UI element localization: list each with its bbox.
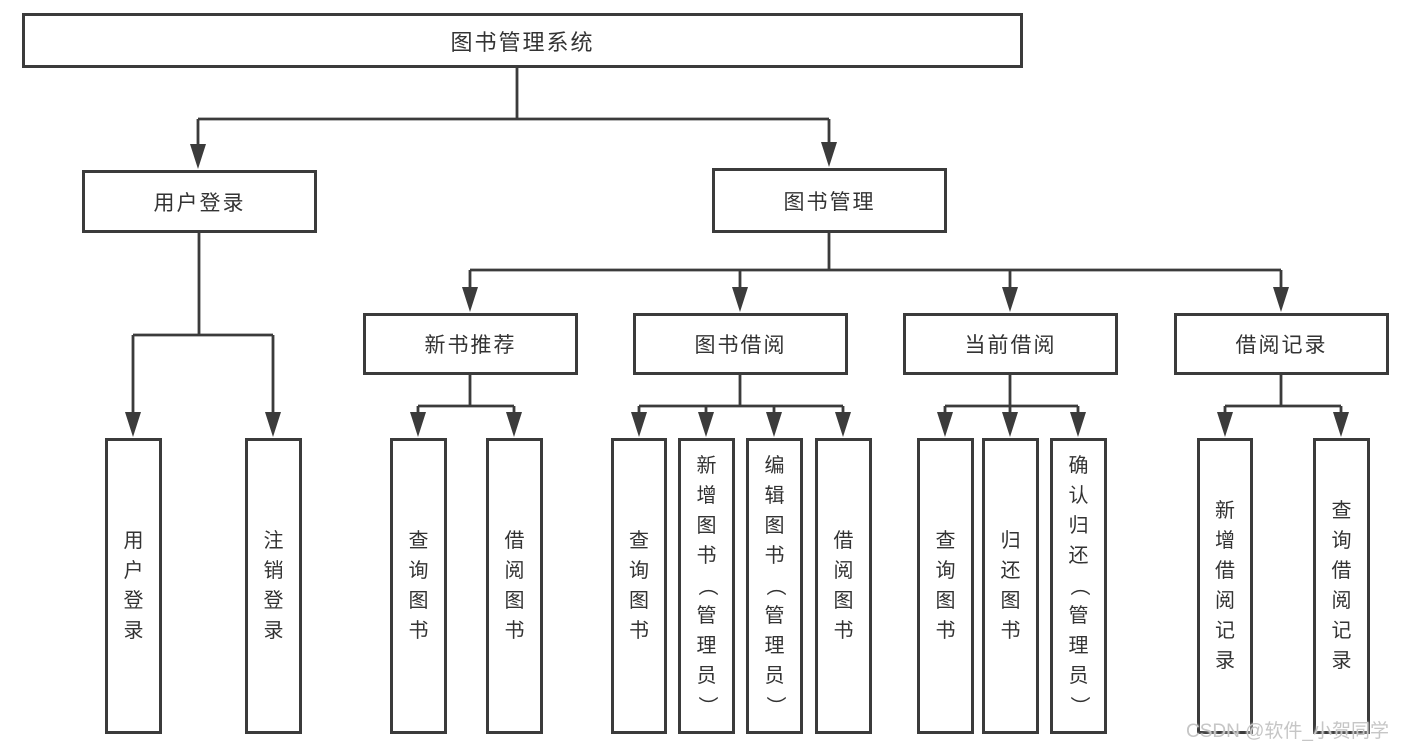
leaf-cb-confirm-return-admin-label: 确认归还（管理员） bbox=[1067, 455, 1090, 716]
leaf-bb-borrow-books: 借阅图书 bbox=[815, 438, 872, 734]
node-book-borrowing: 图书借阅 bbox=[633, 313, 848, 375]
leaf-nb-query-books: 查询图书 bbox=[390, 438, 447, 734]
leaf-bb-edit-books-admin: 编辑图书（管理员） bbox=[746, 438, 803, 734]
node-book-borrowing-label: 图书借阅 bbox=[694, 334, 787, 357]
node-root-label: 图书管理系统 bbox=[450, 29, 595, 55]
leaf-br-query-record: 查询借阅记录 bbox=[1313, 438, 1370, 734]
node-user-login-label: 用户登录 bbox=[153, 191, 246, 215]
leaf-nb-borrow-books: 借阅图书 bbox=[486, 438, 543, 734]
leaf-nb-borrow-books-label: 借阅图书 bbox=[504, 530, 525, 642]
leaf-bb-add-books-admin-label: 新增图书（管理员） bbox=[695, 455, 718, 716]
leaf-cb-confirm-return-admin: 确认归还（管理员） bbox=[1050, 438, 1107, 734]
node-current-borrowing-label: 当前借阅 bbox=[964, 334, 1057, 357]
leaf-bb-query-books: 查询图书 bbox=[611, 438, 667, 734]
leaf-cb-query-books-label: 查询图书 bbox=[935, 530, 956, 642]
leaf-user-login-label: 用户登录 bbox=[123, 530, 144, 642]
node-new-book-recommend: 新书推荐 bbox=[363, 313, 578, 375]
leaf-cb-query-books: 查询图书 bbox=[917, 438, 974, 734]
node-root-system: 图书管理系统 bbox=[22, 13, 1023, 68]
leaf-br-query-record-label: 查询借阅记录 bbox=[1331, 500, 1352, 672]
leaf-user-login: 用户登录 bbox=[105, 438, 162, 734]
csdn-watermark: CSDN @软件_小贺同学 bbox=[1186, 721, 1389, 742]
leaf-cb-return-books-label: 归还图书 bbox=[1000, 530, 1021, 642]
leaf-nb-query-books-label: 查询图书 bbox=[408, 530, 429, 642]
leaf-br-add-record-label: 新增借阅记录 bbox=[1215, 500, 1235, 672]
node-borrow-records-label: 借阅记录 bbox=[1235, 334, 1328, 357]
leaf-logout-label: 注销登录 bbox=[263, 530, 284, 642]
node-current-borrowing: 当前借阅 bbox=[903, 313, 1118, 375]
node-user-login: 用户登录 bbox=[82, 170, 317, 233]
leaf-cb-return-books: 归还图书 bbox=[982, 438, 1039, 734]
leaf-bb-edit-books-admin-label: 编辑图书（管理员） bbox=[763, 455, 786, 716]
leaf-bb-borrow-books-label: 借阅图书 bbox=[833, 530, 854, 642]
node-borrow-records: 借阅记录 bbox=[1174, 313, 1389, 375]
node-book-management: 图书管理 bbox=[712, 168, 947, 233]
node-book-management-label: 图书管理 bbox=[783, 190, 876, 214]
node-new-book-recommend-label: 新书推荐 bbox=[424, 334, 517, 357]
leaf-logout: 注销登录 bbox=[245, 438, 302, 734]
leaf-br-add-record: 新增借阅记录 bbox=[1197, 438, 1253, 734]
leaf-bb-query-books-label: 查询图书 bbox=[629, 530, 649, 642]
leaf-bb-add-books-admin: 新增图书（管理员） bbox=[678, 438, 735, 734]
